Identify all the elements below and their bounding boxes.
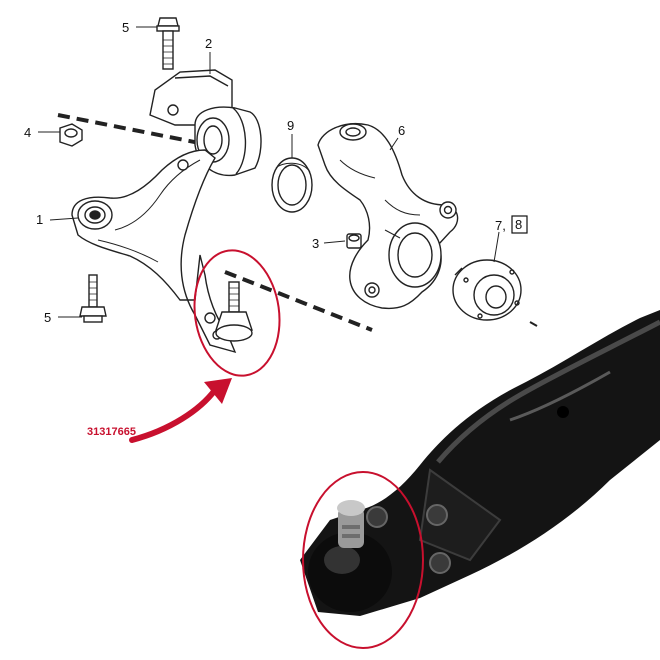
parts-line-drawing (38, 17, 538, 354)
part-number-label: 31317665 (87, 426, 136, 438)
leader-7 (493, 231, 500, 263)
dashed-centerline-bottom (224, 270, 373, 332)
callout-8: 8 (515, 217, 522, 232)
nut (59, 123, 83, 147)
callout-2: 2 (205, 36, 212, 51)
ball-joint-drawing (215, 281, 253, 342)
callout-7: 7, (495, 218, 506, 233)
seal-ring (271, 157, 313, 213)
photo-highlight-oval (302, 471, 424, 649)
callout-9: 9 (287, 118, 294, 133)
callout-4: 4 (24, 125, 31, 140)
drawing-highlight-oval (193, 249, 281, 377)
red-arrow (129, 378, 232, 443)
bolt-top (156, 17, 180, 70)
leader-1 (49, 217, 79, 221)
callout-5-top: 5 (122, 20, 129, 35)
knuckle-nut (346, 233, 362, 249)
callout-6: 6 (398, 123, 405, 138)
leader-6 (389, 137, 399, 151)
bolt-bottom (79, 274, 107, 323)
steering-knuckle (317, 123, 459, 310)
callout-5-bottom: 5 (44, 310, 51, 325)
leader-3 (323, 240, 346, 244)
control-arm-photo (300, 310, 660, 649)
callout-1: 1 (36, 212, 43, 227)
callout-8-box: 8 (511, 215, 528, 234)
callout-3: 3 (312, 236, 319, 251)
wheel-hub (452, 259, 522, 321)
